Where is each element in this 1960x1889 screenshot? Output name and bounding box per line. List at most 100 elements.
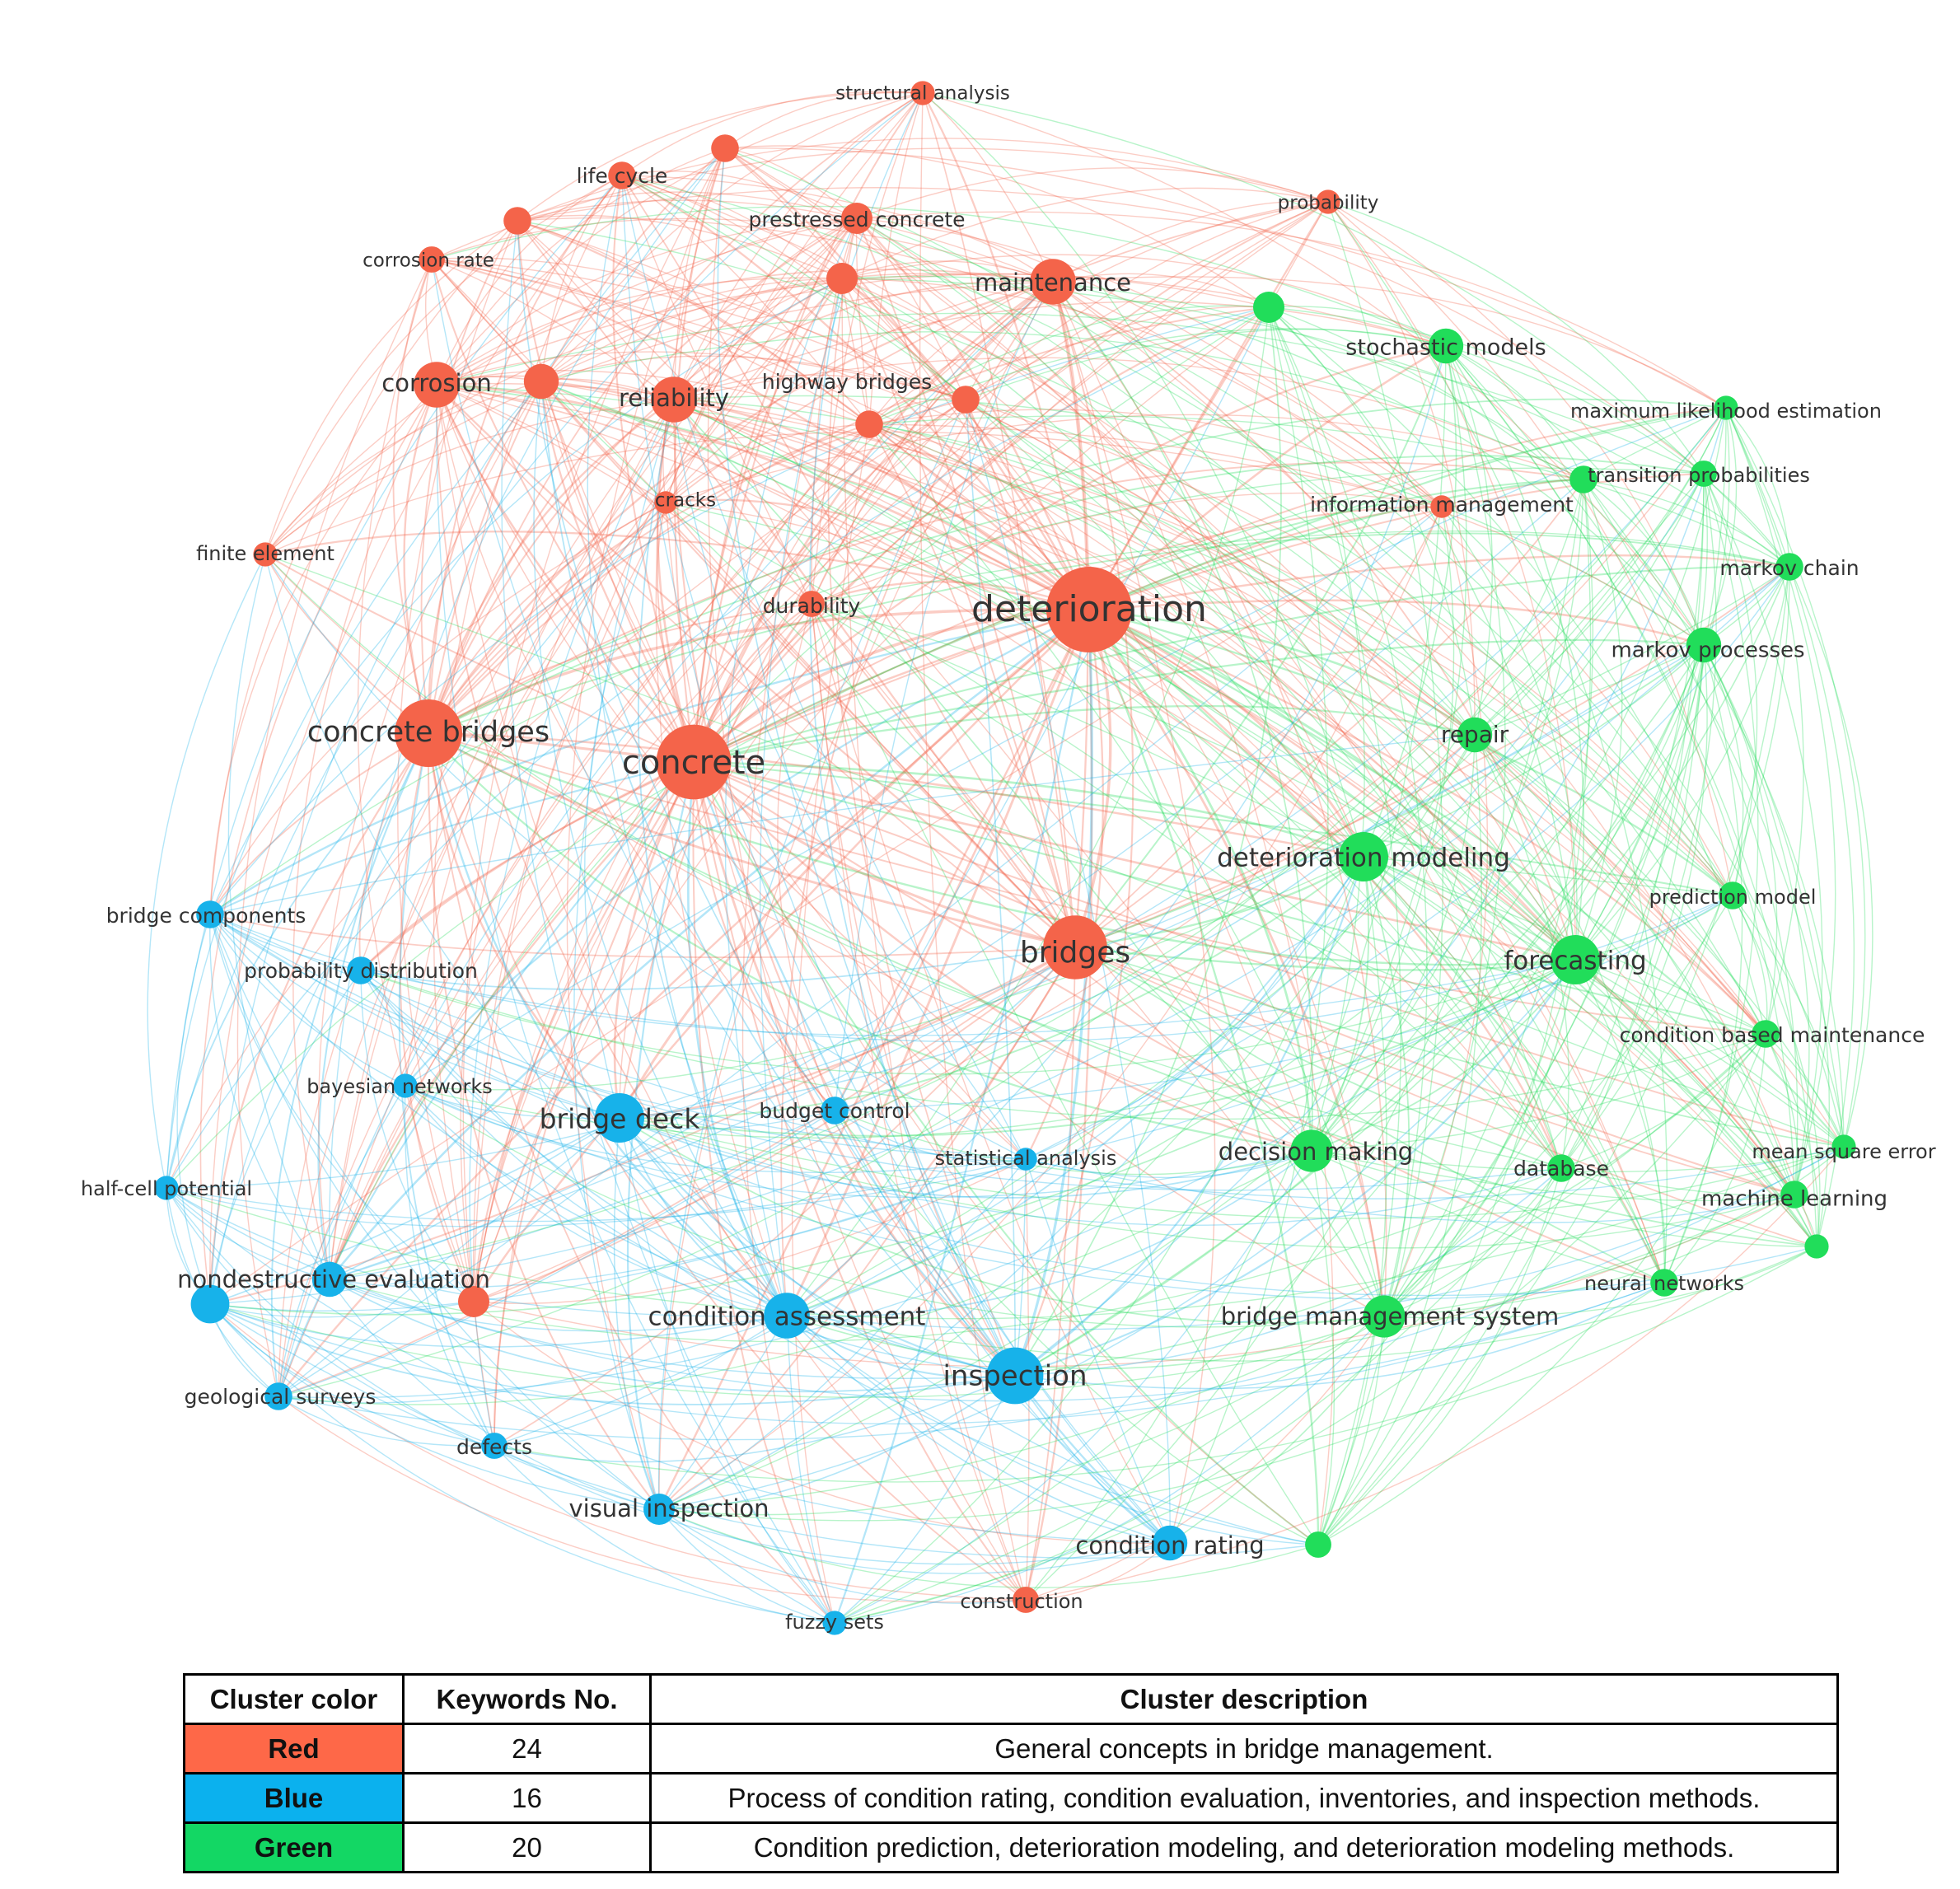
network-edge	[673, 399, 1733, 896]
network-edge	[540, 273, 1054, 382]
network-edge	[166, 175, 623, 1189]
network-edge	[1663, 644, 1743, 1283]
node-finite-element	[253, 542, 278, 567]
network-edge	[692, 608, 1090, 764]
network-edge	[1052, 281, 1216, 1544]
network-edge	[517, 214, 843, 279]
network-edge	[707, 147, 1027, 1601]
network-edge	[472, 609, 1090, 1302]
network-edge	[405, 407, 1727, 1087]
network-edge	[1014, 306, 1282, 1377]
network-edge	[855, 217, 870, 425]
network-edge	[1074, 566, 1790, 948]
network-edge	[856, 217, 1443, 507]
network-edge	[166, 1146, 1845, 1320]
network-edge	[1088, 609, 1817, 1247]
label-bridge-deck: bridge deck	[540, 1103, 701, 1135]
network-edge	[436, 384, 667, 503]
node-concrete-bridges	[395, 699, 462, 767]
network-edge	[1560, 473, 1717, 1169]
network-edge	[1703, 644, 1830, 1247]
node-g-unlabeled-3	[1305, 1531, 1331, 1558]
network-edge	[428, 423, 870, 734]
node-geological-surveys	[264, 1382, 292, 1410]
network-edge	[472, 217, 858, 1302]
network-edge	[540, 273, 1270, 382]
network-edge	[1725, 407, 1836, 1195]
network-edge	[1025, 1542, 1171, 1601]
network-edge	[1268, 306, 1705, 475]
network-edge	[428, 532, 1790, 734]
network-edge	[209, 1301, 475, 1318]
network-edge	[166, 399, 966, 1189]
network-edge	[166, 1187, 788, 1317]
network-edge	[1074, 947, 1665, 1283]
label-deterioration: deterioration	[971, 588, 1207, 630]
network-edge	[436, 384, 835, 1624]
network-edge	[278, 1396, 1027, 1603]
label-concrete: concrete	[622, 744, 765, 782]
network-edge	[404, 1085, 495, 1447]
label-finite-element: finite element	[196, 542, 334, 565]
network-edge	[811, 603, 1576, 961]
legend-row-green: Green 20 Condition prediction, deteriora…	[183, 1821, 1839, 1873]
network-edge	[834, 895, 1733, 1111]
label-geological-surveys: geological surveys	[185, 1385, 377, 1409]
network-edge	[673, 399, 1795, 1195]
network-edge	[360, 970, 620, 1119]
network-edge	[657, 399, 966, 1510]
network-edge	[619, 1117, 1845, 1219]
network-edge	[673, 399, 1076, 948]
network-edge	[658, 1315, 788, 1510]
network-edge	[856, 217, 1091, 610]
network-edge	[1474, 566, 1790, 736]
network-edge	[427, 732, 620, 1119]
label-mean-square-error: mean square error	[1752, 1140, 1935, 1163]
network-edge	[209, 914, 1016, 1377]
network-edge	[868, 423, 1766, 1035]
network-edge	[868, 423, 1385, 1317]
network-edge	[724, 217, 858, 1316]
network-edge	[428, 201, 1329, 734]
network-edge	[856, 217, 1364, 858]
network-edge	[665, 502, 1076, 948]
network-edge	[209, 1303, 1319, 1559]
network-edge	[517, 187, 1727, 409]
network-edge	[693, 407, 1727, 763]
network-edge	[657, 609, 1091, 1510]
network-edge	[692, 278, 843, 763]
network-edge	[329, 1167, 1562, 1343]
network-edge	[428, 732, 1076, 949]
network-edge	[436, 384, 835, 1111]
node-g-unlabeled-4	[1804, 1234, 1829, 1259]
network-edge	[724, 147, 1312, 1152]
network-edge	[428, 732, 1766, 1035]
network-edge	[834, 1375, 1016, 1624]
node-bridge-management-system	[1363, 1295, 1406, 1338]
legend-header-row: Cluster color Keywords No. Cluster descr…	[183, 1673, 1839, 1725]
network-edge	[692, 761, 1171, 1544]
node-life-cycle	[608, 161, 636, 189]
network-edge	[264, 554, 1562, 1169]
network-edge	[658, 1033, 1766, 1510]
network-edge	[473, 603, 812, 1302]
network-edge	[868, 409, 1443, 507]
network-edge	[473, 399, 966, 1302]
network-edge	[584, 502, 667, 1119]
network-edge	[811, 603, 1562, 1169]
network-edge	[673, 92, 924, 400]
network-edge	[420, 220, 518, 734]
node-r-unlabeled-5	[503, 207, 531, 235]
network-edge	[1074, 345, 1447, 948]
network-edge	[1074, 947, 1817, 1247]
network-edge	[405, 1085, 1312, 1199]
node-decision-making	[1290, 1129, 1333, 1172]
network-edge	[278, 399, 675, 1397]
network-edge	[540, 278, 843, 382]
network-edge	[780, 281, 1054, 1316]
network-edge	[431, 259, 542, 382]
network-edge	[1474, 644, 1705, 736]
network-edge	[1317, 644, 1705, 1545]
network-edge	[278, 609, 1090, 1397]
